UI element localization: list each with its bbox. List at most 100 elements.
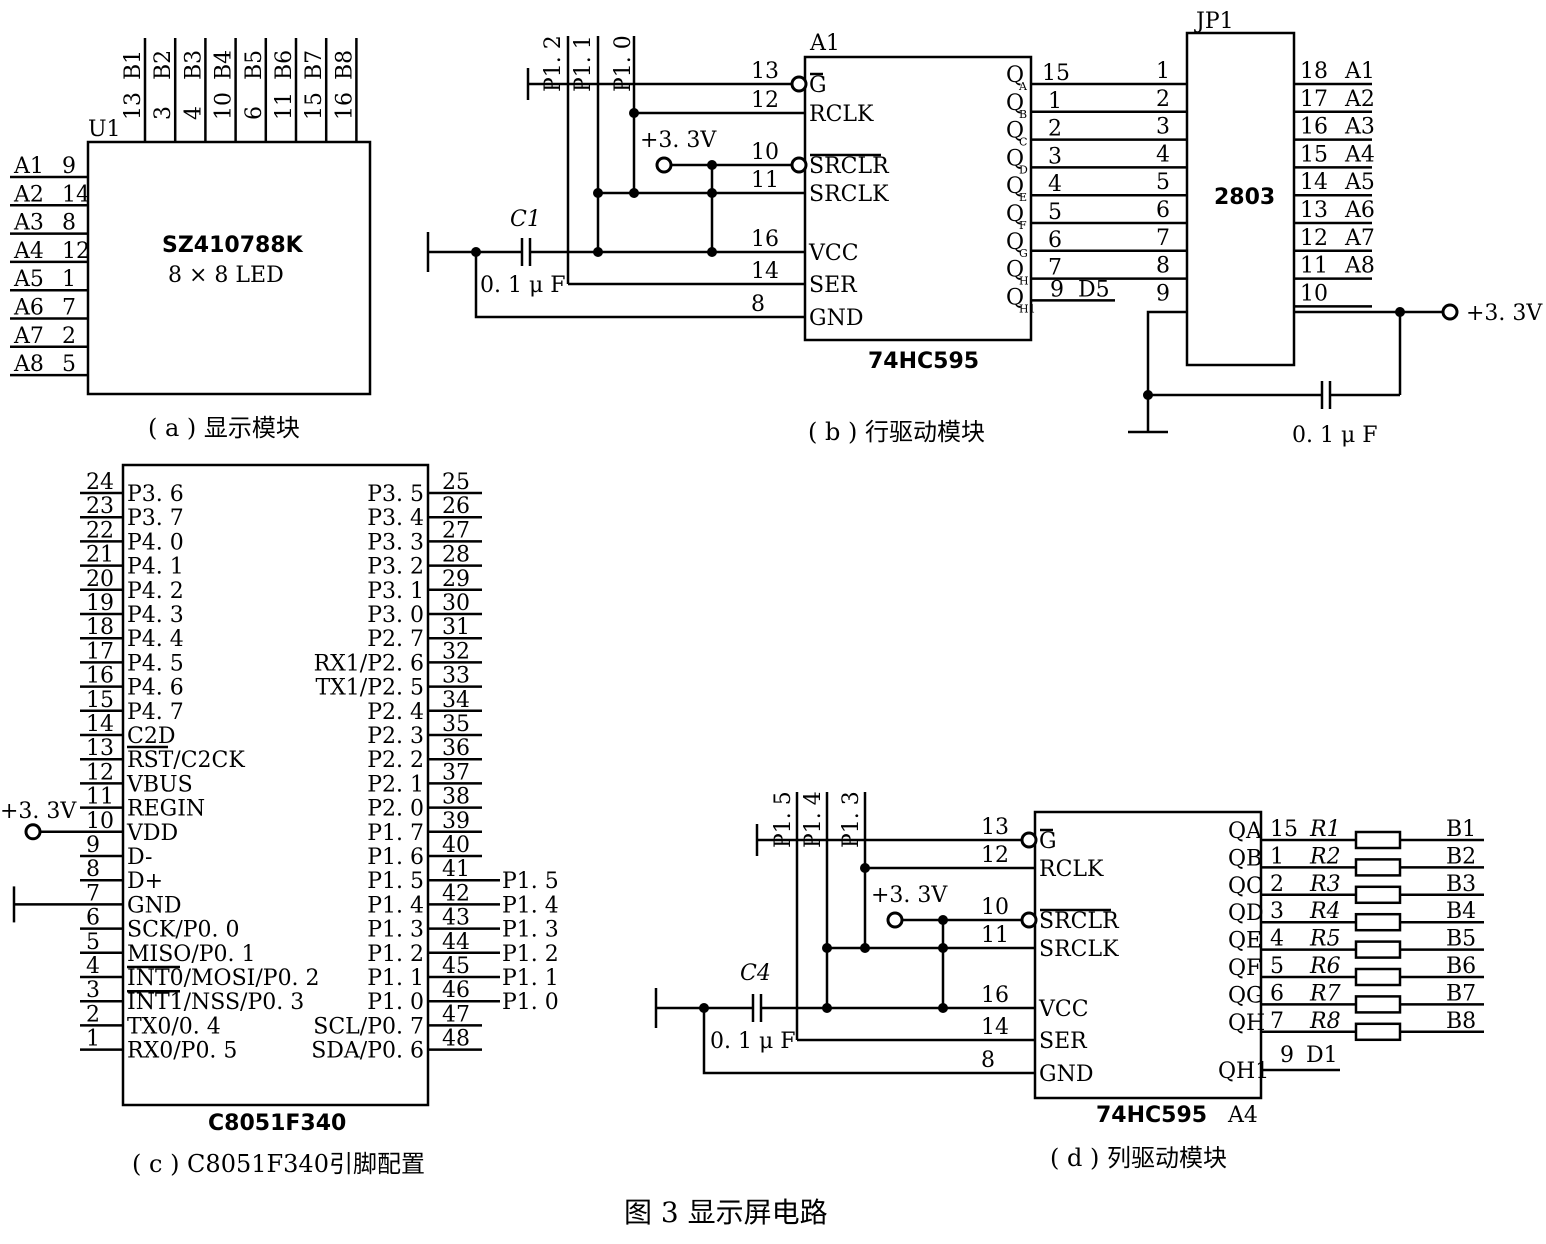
jp-out-pin: 12: [1300, 226, 1328, 251]
mcu-left-pin-name: D-: [127, 845, 152, 870]
mcu-right-pin-name: P1. 5: [367, 869, 424, 894]
jp-out-net: A8: [1344, 254, 1375, 279]
mcu-left-pin-number: 3: [86, 978, 100, 1003]
ctrl-pin-number: 10: [751, 140, 779, 165]
supply-terminal: [1020, 831, 1038, 849]
mcu-right-pin-name: P1. 7: [367, 821, 424, 846]
mcu-right-pin-number: 39: [442, 809, 470, 834]
mcu-right-pin-number: 25: [442, 470, 470, 495]
q-name: Q: [1006, 63, 1024, 88]
q-pin-number: 15: [1042, 61, 1070, 86]
ctrl-pin-number: 13: [981, 815, 1009, 840]
led-col-net: B8: [332, 50, 357, 80]
led-col-net: B4: [212, 50, 237, 80]
mcu-right-pin-name: P3. 0: [367, 603, 424, 628]
figure-title: 图 3 显示屏电路: [624, 1196, 828, 1229]
ctrl-pin-number: 11: [981, 923, 1009, 948]
q-pin-number: 15: [1270, 817, 1298, 842]
jp-in-pin: 9: [1156, 281, 1170, 306]
mcu-right-pin-number: 27: [442, 518, 470, 543]
q-sub: D: [1019, 163, 1028, 176]
mcu-right-pin-number: 26: [442, 494, 470, 519]
q-pin-number: 2: [1270, 872, 1284, 897]
jp-out-net: A7: [1344, 226, 1375, 251]
d1-label: D1: [1306, 1043, 1338, 1068]
jp-out-pin: 14: [1300, 170, 1328, 195]
cap-value: 0. 1 μ F: [480, 273, 566, 298]
mcu-right-pin-number: 44: [442, 930, 470, 955]
resistor-label: R2: [1309, 844, 1341, 869]
mcu-left-pin-name: MISO/P0. 1: [127, 942, 256, 967]
q-pin-number: 5: [1048, 200, 1062, 225]
mcu-left-pin-number: 10: [86, 809, 114, 834]
led-row-pin-number: 9: [62, 154, 76, 179]
row-control-pins: +3. 3V13G12RCLK10SRCLR11SRCLK16VCC14SER8…: [426, 59, 890, 331]
mcu-left-pin-number: 1: [86, 1027, 100, 1052]
q-sub: H1: [1019, 302, 1036, 315]
mcu-net-label: P1. 2: [502, 942, 559, 967]
mcu-right-pin-name: RX1/P2. 6: [314, 651, 424, 676]
mcu-left-pin-name: P4. 1: [127, 555, 184, 580]
ctrl-pin-name: SRCLK: [809, 182, 889, 207]
q-sub: F: [1019, 219, 1027, 232]
q-pin-number: 9: [1280, 1043, 1294, 1068]
row-shift-register: [803, 55, 1033, 342]
jp-in-pin: 2: [1156, 87, 1170, 112]
mcu-net-label: P1. 4: [502, 893, 559, 918]
led-col-net: B1: [121, 50, 146, 80]
mcu-chip: [121, 463, 430, 1107]
jp-out-net: A3: [1344, 115, 1375, 140]
mcu-right-pin-name: P1. 0: [367, 990, 424, 1015]
q-name: QE: [1228, 929, 1262, 954]
q-name: QC: [1228, 874, 1263, 899]
q-name: Q: [1006, 285, 1024, 310]
jp-out-net: A5: [1344, 170, 1375, 195]
mcu-left-pin-number: 6: [86, 906, 100, 931]
led-col-net: B2: [151, 50, 176, 80]
led-row-net: A1: [13, 154, 44, 179]
mcu-left-pin-name: RST/C2CK: [127, 748, 245, 773]
q-sub: E: [1019, 191, 1027, 204]
mcu-right-pin-name: SCL/P0. 7: [313, 1014, 424, 1039]
q-name: QB: [1228, 846, 1262, 871]
column-shift-register-part: 74HC595: [1096, 1103, 1207, 1128]
q-pin-number: 4: [1048, 172, 1062, 197]
vdd-supply: +3. 3V: [0, 799, 77, 824]
mcu-right-pin-name: SDA/P0. 6: [311, 1039, 424, 1064]
resistor: [1354, 858, 1402, 877]
mcu-right-pin-name: P1. 6: [367, 845, 424, 870]
led-col-net: B7: [302, 50, 327, 80]
q-pin-number: 5: [1270, 954, 1284, 979]
ctrl-pin-number: 10: [981, 895, 1009, 920]
mcu-left-pin-number: 16: [86, 664, 114, 689]
led-col-net: B3: [181, 50, 206, 80]
mcu-right-pin-name: P3. 3: [367, 530, 424, 555]
jp-cap-value: 0. 1 μ F: [1292, 423, 1378, 448]
led-col-pin-number: 10: [212, 92, 237, 120]
ctrl-pin-number: 8: [981, 1048, 995, 1073]
led-row-pin-number: 5: [62, 352, 76, 377]
mcu-right-pin-number: 36: [442, 736, 470, 761]
q-sub: A: [1018, 80, 1028, 93]
mcu-left-pin-name: VDD: [126, 821, 178, 846]
mcu-left-pin-number: 2: [86, 1002, 100, 1027]
jp-in-pin: 4: [1156, 142, 1170, 167]
mcu-left-pin-number: 21: [86, 543, 114, 568]
led-row-net: A4: [13, 239, 44, 264]
caption-b: ( b ) 行驱动模块: [808, 418, 985, 446]
mcu-left-pin-name: P4. 0: [127, 530, 184, 555]
column-net: B5: [1446, 927, 1476, 952]
resistor-label: R5: [1309, 927, 1341, 952]
darlington-ref: JP1: [1194, 9, 1234, 34]
q-name: Q: [1006, 230, 1024, 255]
resistor: [1354, 967, 1402, 987]
q-name: Q: [1006, 258, 1024, 283]
mcu-right-pin-name: P2. 4: [367, 700, 424, 725]
cap-label: C4: [740, 961, 771, 986]
led-matrix-ref: U1: [88, 117, 121, 142]
ctrl-pin-number: 11: [751, 168, 779, 193]
darlington-array: [1185, 31, 1296, 367]
mcu-right-pin-name: P2. 2: [367, 748, 424, 773]
